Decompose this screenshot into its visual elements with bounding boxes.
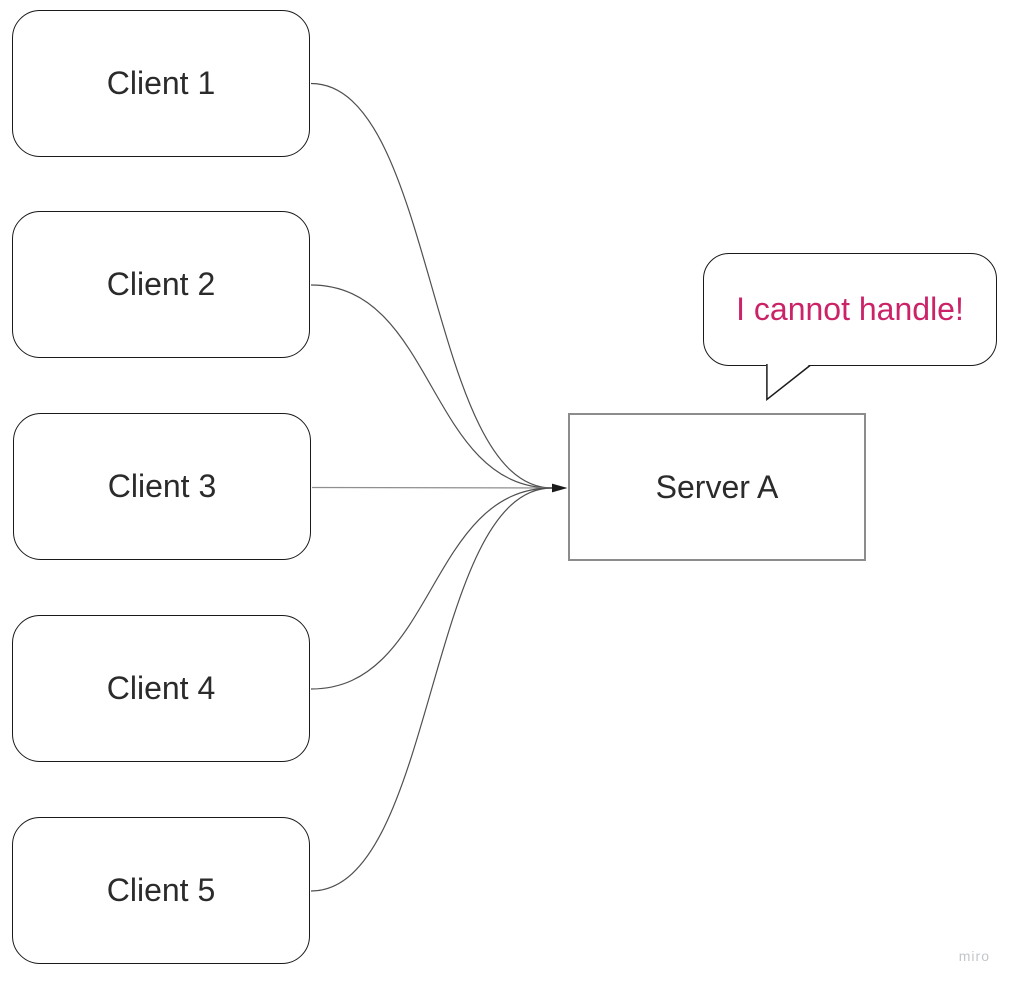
- shape-server-a[interactable]: Server A: [568, 413, 866, 561]
- connector-client3-server[interactable]: [311, 486, 553, 489]
- client-2-label: Client 2: [106, 266, 216, 303]
- connector-client2-server[interactable]: [310, 284, 553, 489]
- server-a-label: Server A: [655, 468, 779, 505]
- shape-client-5[interactable]: Client 5: [12, 817, 310, 964]
- shape-client-4[interactable]: Client 4: [12, 615, 310, 762]
- shape-client-2[interactable]: Client 2: [12, 211, 310, 358]
- callout-bubble[interactable]: I cannot handle!: [703, 253, 997, 366]
- miro-watermark: miro: [958, 948, 990, 964]
- callout-text: I cannot handle!: [736, 291, 964, 327]
- connector-client5-server[interactable]: [310, 487, 553, 892]
- client-1-label: Client 1: [106, 65, 216, 102]
- connector-client4-server[interactable]: [310, 487, 553, 690]
- shape-client-3[interactable]: Client 3: [13, 413, 311, 560]
- client-5-label: Client 5: [106, 872, 216, 909]
- callout-tail: [766, 364, 811, 402]
- connector-client1-server[interactable]: [310, 82, 553, 489]
- client-4-label: Client 4: [106, 670, 216, 707]
- client-3-label: Client 3: [107, 468, 217, 505]
- shape-client-1[interactable]: Client 1: [12, 10, 310, 157]
- arrowhead-icon: [552, 483, 568, 493]
- callout-tail-fill: [766, 361, 813, 402]
